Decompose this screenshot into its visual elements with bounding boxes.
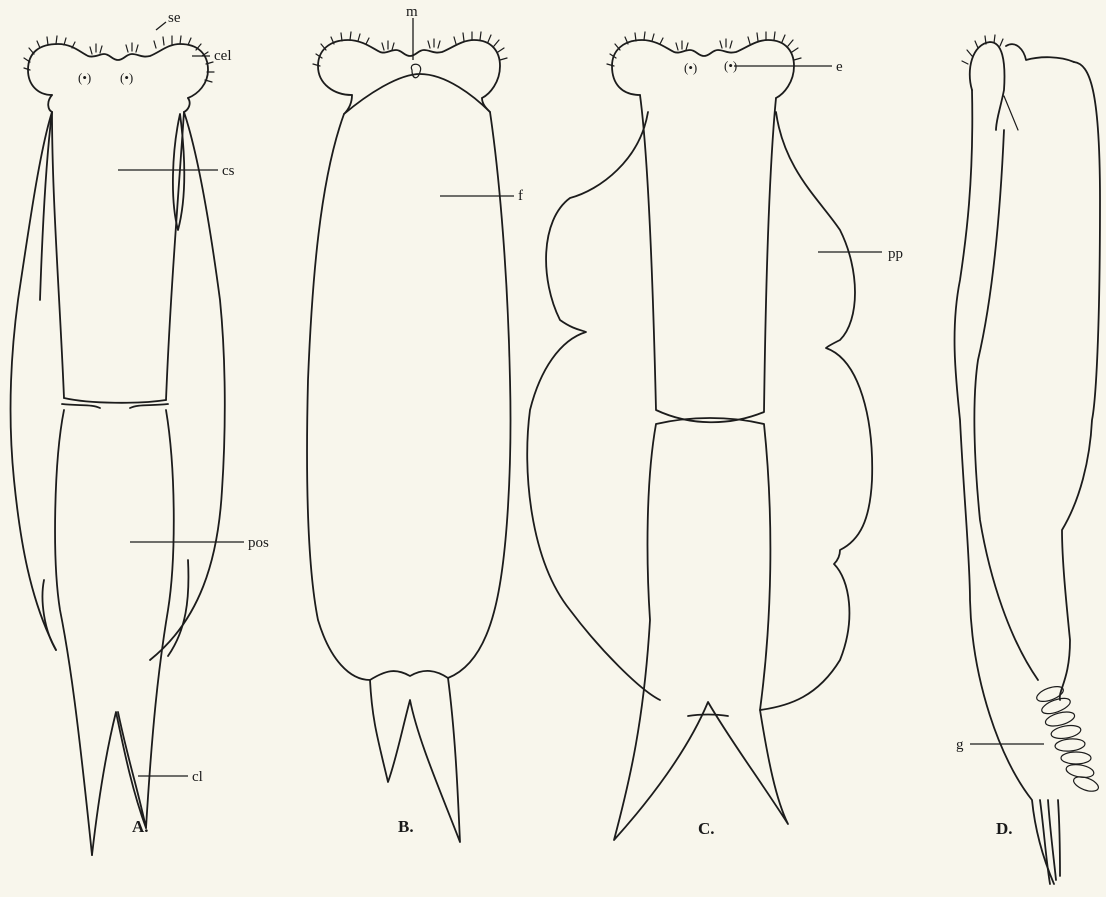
figure-a-eyespot-left: (•) xyxy=(78,70,91,85)
figure-d-inner xyxy=(974,130,1038,680)
figure-a-constriction xyxy=(62,398,168,408)
label-se: se xyxy=(168,10,181,26)
figure-d-head xyxy=(970,42,1074,130)
leader-lines xyxy=(118,18,1044,776)
label-g: g xyxy=(956,737,964,753)
figure-b-body xyxy=(307,95,510,680)
caption-b: B. xyxy=(398,817,414,836)
figure-b-corona xyxy=(318,40,500,98)
figure-a-cilia xyxy=(24,36,214,82)
label-e: e xyxy=(836,59,843,75)
figure-a-trunk xyxy=(52,112,184,400)
figure-c-eyespot-left: (•) xyxy=(684,60,697,75)
figure-b-mastax xyxy=(411,64,420,78)
labels: se cel cs pos cl m f e pp g xyxy=(168,4,964,785)
figure-a-corona xyxy=(28,44,208,98)
caption-c: C. xyxy=(698,819,715,838)
figure-d xyxy=(955,35,1101,884)
figure-c-parapodia-right xyxy=(760,112,872,710)
label-cl: cl xyxy=(192,769,203,785)
figure-a-neck xyxy=(48,95,189,112)
caption-d: D. xyxy=(996,819,1013,838)
label-m: m xyxy=(406,4,418,20)
figure-a-lorica-left xyxy=(11,112,56,650)
figure-b-claws xyxy=(370,678,460,842)
label-pp: pp xyxy=(888,246,903,262)
figure-c-trunk xyxy=(640,95,776,422)
figure-a: (•) (•) xyxy=(11,36,225,855)
figure-b xyxy=(307,32,510,842)
figure-c: (•) (•) xyxy=(527,32,872,840)
figure-a-eyespot-right: (•) xyxy=(120,70,133,85)
figure-d-cilia xyxy=(962,35,1003,64)
label-cs: cs xyxy=(222,163,235,179)
figure-c-parapodia-left xyxy=(527,112,660,700)
figure-a-lorica-right xyxy=(150,112,225,660)
figure-d-foot xyxy=(1040,800,1060,884)
figure-b-cilia xyxy=(313,32,507,66)
figure-c-foot xyxy=(688,715,728,717)
figure-d-back xyxy=(1060,62,1100,700)
figure-c-posterior xyxy=(614,418,788,840)
figure-a-posterior xyxy=(55,410,174,855)
captions: A. B. C. D. xyxy=(132,817,1013,838)
caption-a: A. xyxy=(132,817,149,836)
label-cel: cel xyxy=(214,48,231,64)
figure-c-corona xyxy=(612,40,794,98)
figure-d-mastax xyxy=(1004,96,1018,130)
figure-d-body xyxy=(955,90,1054,884)
label-pos: pos xyxy=(248,535,269,551)
figure-b-inner-head xyxy=(344,74,490,114)
figure-d-eggs xyxy=(1035,684,1100,795)
label-f: f xyxy=(518,188,523,204)
figure-c-cilia xyxy=(607,32,801,66)
